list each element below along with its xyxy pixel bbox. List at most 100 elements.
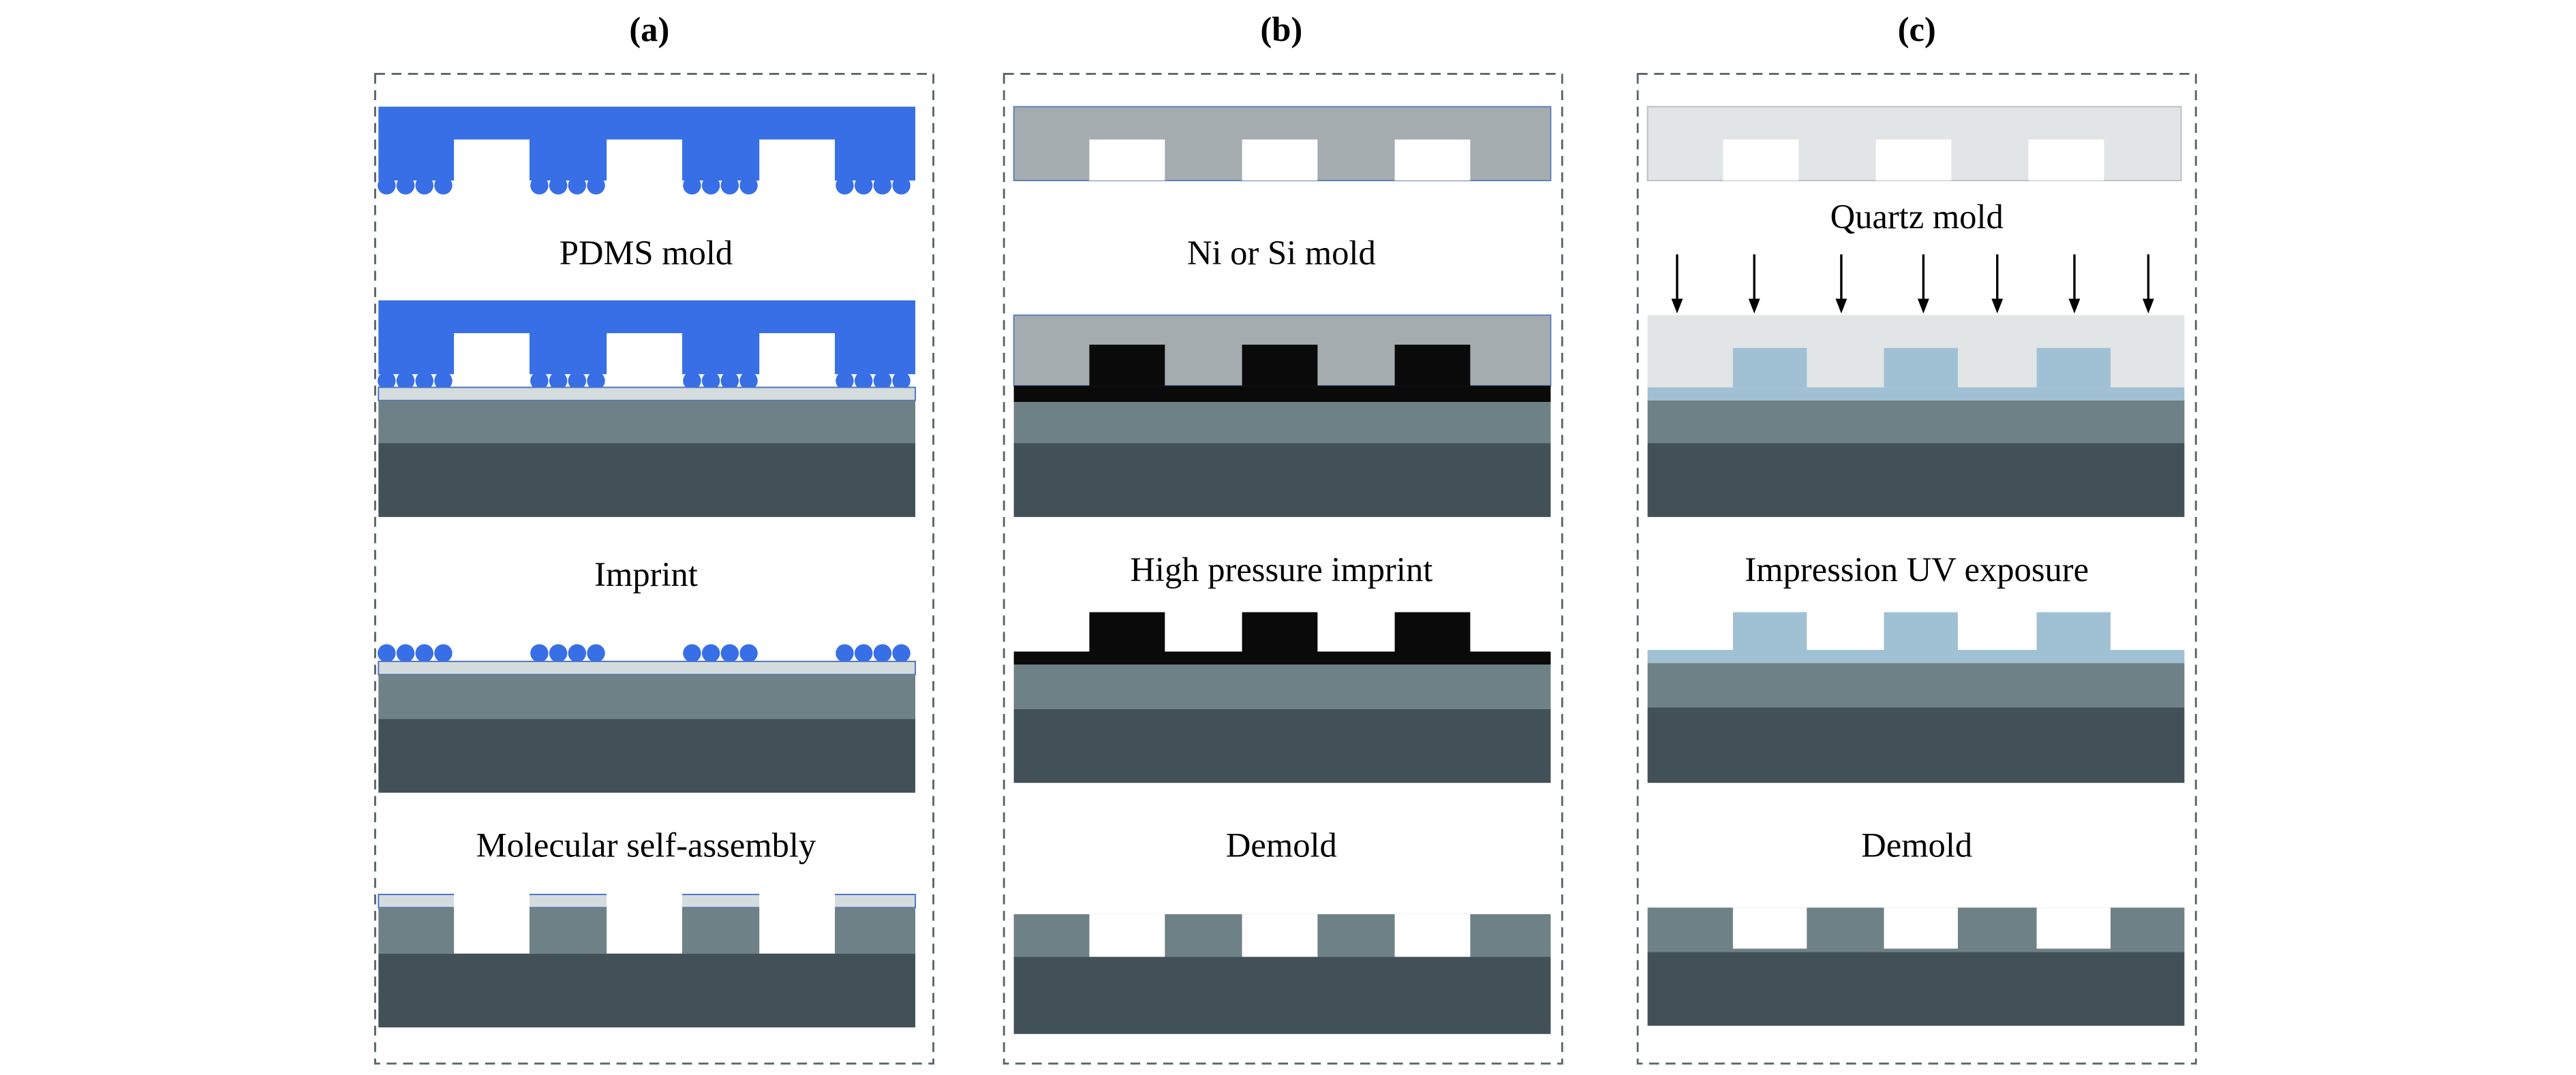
self-assembly-molecule (549, 176, 568, 195)
mold-groove (454, 333, 530, 376)
uv-resist-feature (1884, 612, 1958, 651)
resist-feature (1089, 344, 1165, 386)
panel-b-step1-label: Ni or Si mold (1187, 234, 1376, 272)
etched-trench (607, 892, 683, 954)
panel-a-title: (a) (629, 10, 669, 48)
uv-resist-layer (1647, 387, 2185, 401)
self-assembly-molecule (568, 371, 587, 390)
arrow-down-icon (1917, 298, 1929, 314)
panel-b-step3-label: Demold (1226, 826, 1337, 864)
mold-groove (2028, 139, 2104, 181)
self-assembly-molecule (434, 644, 453, 663)
self-assembly-molecule (892, 371, 910, 390)
etched-trench (1394, 914, 1471, 957)
mold-groove (759, 333, 835, 376)
mold-groove (1089, 139, 1165, 181)
uv-resist-feature (1732, 612, 1807, 651)
arrow-down-icon (1671, 298, 1683, 314)
self-assembly-molecule (378, 371, 396, 390)
panel-a-dashed-frame (374, 72, 935, 1065)
self-assembly-molecule (396, 371, 415, 390)
uv-resist-feature (2036, 612, 2111, 651)
self-assembly-molecule (587, 371, 605, 390)
mold-groove (607, 139, 683, 181)
panel-a-step2-label: Imprint (594, 555, 698, 593)
self-assembly-molecule (873, 371, 892, 390)
self-assembly-molecule (587, 644, 605, 663)
panel-c-step2-label: Impression UV exposure (1745, 550, 2089, 589)
panel-c-base-wafer (1647, 707, 2185, 783)
panel-b-substrate-layer (1013, 402, 1551, 443)
self-assembly-molecule (892, 176, 910, 195)
panel-a-substrate-layer (378, 400, 916, 443)
self-assembly-molecule (415, 371, 434, 390)
self-assembly-molecule (530, 644, 549, 663)
self-assembly-molecule (854, 644, 873, 663)
self-assembly-molecule (683, 371, 701, 390)
uv-resist-layer (1647, 650, 2185, 664)
self-assembly-molecule (873, 176, 892, 195)
panel-a-base-wafer (378, 953, 916, 1028)
panel-b-base-wafer (1013, 956, 1551, 1034)
self-assembly-molecule (720, 176, 739, 195)
arrow-down-icon (1835, 298, 1847, 314)
self-assembly-molecule (587, 176, 605, 195)
panel-c-substrate-layer (1647, 400, 2185, 443)
self-assembly-molecule (549, 644, 568, 663)
self-assembly-molecule (701, 644, 720, 663)
self-assembly-molecule (892, 644, 910, 663)
self-assembly-molecule (415, 644, 434, 663)
etched-trench (1732, 907, 1807, 949)
self-assembly-molecule (568, 644, 587, 663)
panel-b-substrate-layer (1013, 664, 1551, 709)
resist-layer (1013, 651, 1551, 665)
self-assembly-molecule (434, 371, 453, 390)
self-assembly-molecule (396, 644, 415, 663)
arrow-down-icon (2068, 298, 2081, 314)
resist-feature (1242, 344, 1318, 386)
etched-trench (1242, 914, 1318, 957)
self-assembly-molecule (739, 371, 758, 390)
panel-a-step3-label: Molecular self-assembly (476, 826, 816, 864)
mold-groove (607, 333, 683, 376)
panel-b-step2-label: High pressure imprint (1130, 550, 1432, 589)
resist-feature (1394, 344, 1471, 386)
panel-a-base-wafer (378, 719, 916, 793)
panel-b-base-wafer (1013, 443, 1551, 517)
panel-c-dashed-frame (1636, 72, 2197, 1065)
self-assembly-molecule (835, 371, 854, 390)
resist-feature (1089, 612, 1165, 653)
self-assembly-molecule (396, 176, 415, 195)
resist-feature (1394, 612, 1471, 653)
panel-c-base-wafer (1647, 443, 2185, 517)
panel-c-title: (c) (1898, 10, 1936, 48)
etched-trench (2036, 907, 2111, 949)
self-assembly-molecule (683, 176, 701, 195)
uv-resist-feature (1884, 347, 1958, 388)
self-assembly-molecule (739, 644, 758, 663)
etched-trench (1089, 914, 1165, 957)
self-assembly-molecule (549, 371, 568, 390)
mold-groove (1394, 139, 1471, 181)
mold-groove (759, 139, 835, 181)
self-assembly-molecule (530, 371, 549, 390)
etched-trench (454, 892, 530, 954)
self-assembly-molecule (568, 176, 587, 195)
panel-c-step3-label: Demold (1861, 826, 1972, 864)
self-assembly-molecule (873, 644, 892, 663)
self-assembly-molecule (720, 644, 739, 663)
mold-groove (1723, 139, 1799, 181)
self-assembly-molecule (701, 176, 720, 195)
self-assembly-molecule (854, 371, 873, 390)
self-assembly-molecule (854, 176, 873, 195)
panel-b-base-wafer (1013, 708, 1551, 783)
etched-trench (1884, 907, 1958, 949)
resist-feature (1242, 612, 1318, 653)
self-assembly-molecule (701, 371, 720, 390)
self-assembly-molecule (415, 176, 434, 195)
self-assembly-molecule (683, 644, 701, 663)
arrow-down-icon (1991, 298, 2004, 314)
mold-groove (1242, 139, 1318, 181)
self-assembly-molecule (739, 176, 758, 195)
panel-c-substrate-layer (1647, 663, 2185, 708)
